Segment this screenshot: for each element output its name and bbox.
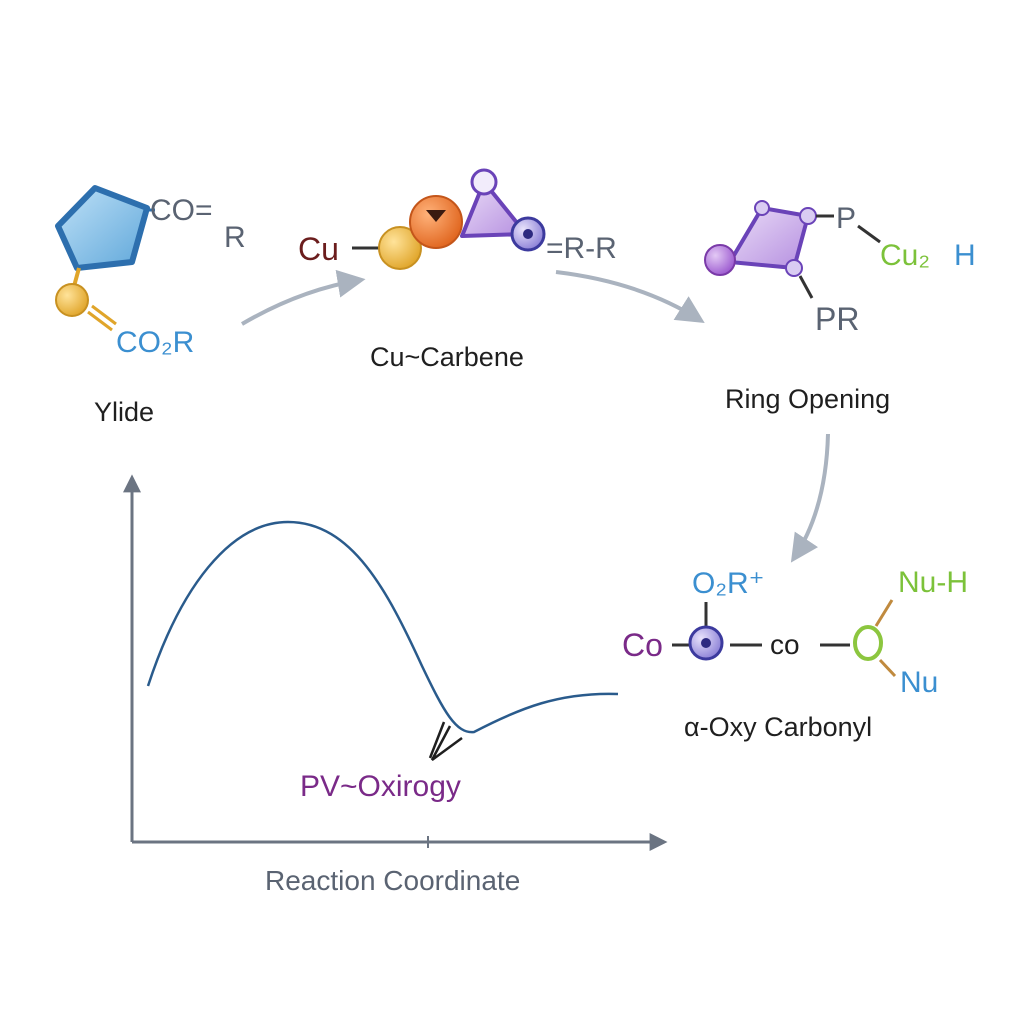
ring-cu2-label: Cu₂: [880, 239, 930, 272]
product-nu-label: Nu: [900, 666, 938, 699]
ring-opening-caption: Ring Opening: [725, 384, 890, 414]
carbene-right-node-core: [523, 229, 533, 239]
product-nu-h-label: Nu-H: [898, 566, 968, 599]
ring-purple-atom: [704, 244, 736, 276]
carbene-caption: Cu~Carbene: [370, 342, 524, 372]
product-structure: O₂R⁺ Co co Nu-H Nu: [622, 566, 968, 699]
carbene-orange-mark: [426, 210, 446, 222]
annotation-pointer: [428, 721, 463, 762]
product-bond-nu: [878, 658, 897, 678]
x-axis-label: Reaction Coordinate: [265, 865, 520, 896]
ring-square: [728, 206, 810, 270]
ring-bond-cu: [857, 224, 881, 244]
carbene-cu-label: Cu: [298, 231, 339, 267]
arrow-ylide-to-carbene: [240, 269, 366, 326]
ylide-r-label: R: [224, 221, 246, 254]
product-caption: α-Oxy Carbonyl: [684, 712, 872, 742]
product-oxygen-atom: [853, 625, 883, 661]
ring-node-tl: [754, 200, 770, 216]
ring-bond-pr: [798, 275, 814, 299]
ylide-gold-atom: [55, 283, 89, 317]
ring-node-tr: [799, 207, 817, 225]
product-co-left-label: Co: [622, 627, 663, 663]
energy-profile: PV~Oxirogy Reaction Coordinate: [123, 474, 668, 896]
arrow-carbene-to-ring: [555, 270, 705, 323]
carbene-r-r-label: =R-R: [546, 232, 617, 265]
product-bond-nu-h: [874, 599, 894, 627]
ylide-pentagon: [55, 185, 150, 271]
carbene-top-node: [470, 168, 498, 196]
carbene-structure: Cu =R-R: [298, 168, 617, 270]
energy-curve: [146, 520, 619, 734]
ring-p-label: P: [836, 202, 856, 235]
ring-node-br: [785, 259, 803, 277]
carbene-triangle: [460, 180, 528, 238]
arrow-ring-to-product: [790, 433, 830, 563]
ylide-caption: Ylide: [94, 397, 154, 427]
ylide-double-bond-a: [87, 310, 113, 332]
ylide-double-bond-b: [91, 304, 117, 326]
ring-pr-label: PR: [815, 301, 859, 337]
product-co-mid-label: co: [770, 629, 800, 660]
ring-opening-structure: P Cu₂ H PR: [704, 200, 976, 337]
ring-h-label: H: [954, 239, 976, 272]
ylide-structure: CO= R CO₂R: [55, 185, 246, 359]
ylide-co2r-label: CO₂R: [116, 326, 194, 359]
product-center-core: [701, 638, 711, 648]
ylide-co-label: CO=: [150, 194, 213, 227]
carbene-gold-atom: [378, 226, 422, 270]
energy-annotation: PV~Oxirogy: [300, 770, 461, 803]
product-o2r-label: O₂R⁺: [692, 567, 764, 600]
